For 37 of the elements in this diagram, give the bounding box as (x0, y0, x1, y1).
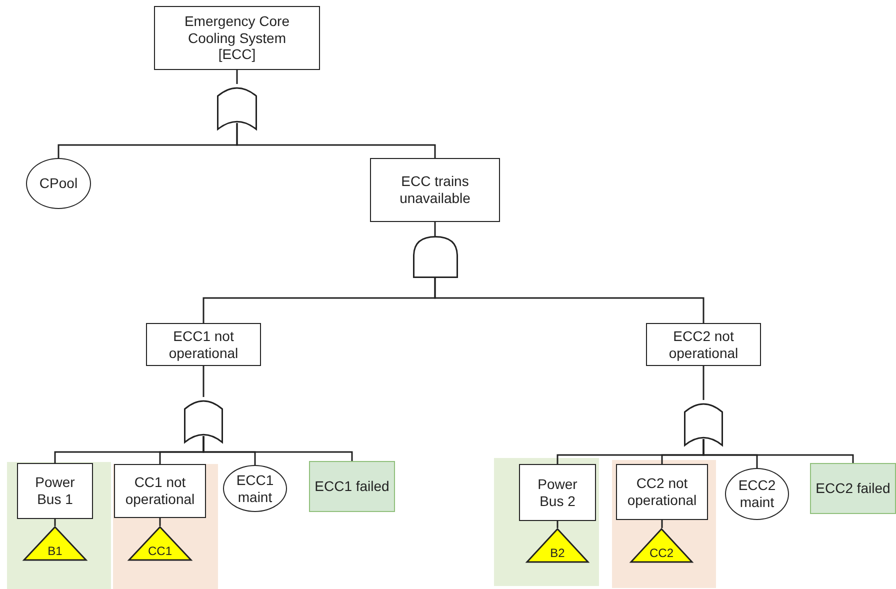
and-gate (412, 236, 458, 278)
event-box: Power Bus 2 (519, 464, 596, 521)
connector-line (661, 520, 663, 528)
event-box: ECC1 failed (309, 461, 395, 512)
event-box: Emergency Core Cooling System [ECC] (154, 6, 320, 70)
transfer-triangle: B1 (23, 526, 87, 561)
event-box: ECC trains unavailable (370, 158, 500, 222)
event-box: CC1 not operational (114, 464, 206, 518)
group-panel (113, 464, 218, 589)
or-gate (217, 84, 257, 130)
connector-line (702, 366, 704, 400)
event-box: ECC1 not operational (146, 323, 261, 366)
or-gate (184, 397, 223, 443)
event-box: ECC2 failed (810, 463, 896, 514)
connector-line (236, 123, 436, 158)
group-panel (494, 458, 599, 586)
connector-line (236, 70, 238, 84)
connector-line (159, 518, 161, 526)
event-box: ECC2 not operational (646, 323, 761, 366)
connector-line (434, 278, 704, 323)
group-panel (7, 462, 111, 589)
group-panel (612, 460, 716, 588)
event-box: CC2 not operational (616, 464, 708, 520)
connector-line (202, 436, 353, 461)
event-ellipse: CPool (26, 158, 91, 209)
connector-line (556, 521, 558, 528)
connector-line (202, 366, 204, 397)
connector-line (434, 222, 436, 236)
event-ellipse: ECC1 maint (223, 465, 287, 512)
event-box: Power Bus 1 (17, 463, 93, 519)
transfer-triangle: CC1 (128, 526, 192, 561)
transfer-triangle: B2 (526, 528, 589, 563)
connector-line (54, 519, 56, 526)
transfer-triangle: CC2 (630, 528, 693, 563)
or-gate (684, 400, 723, 446)
event-ellipse: ECC2 maint (725, 468, 789, 520)
connector-line (702, 439, 854, 463)
